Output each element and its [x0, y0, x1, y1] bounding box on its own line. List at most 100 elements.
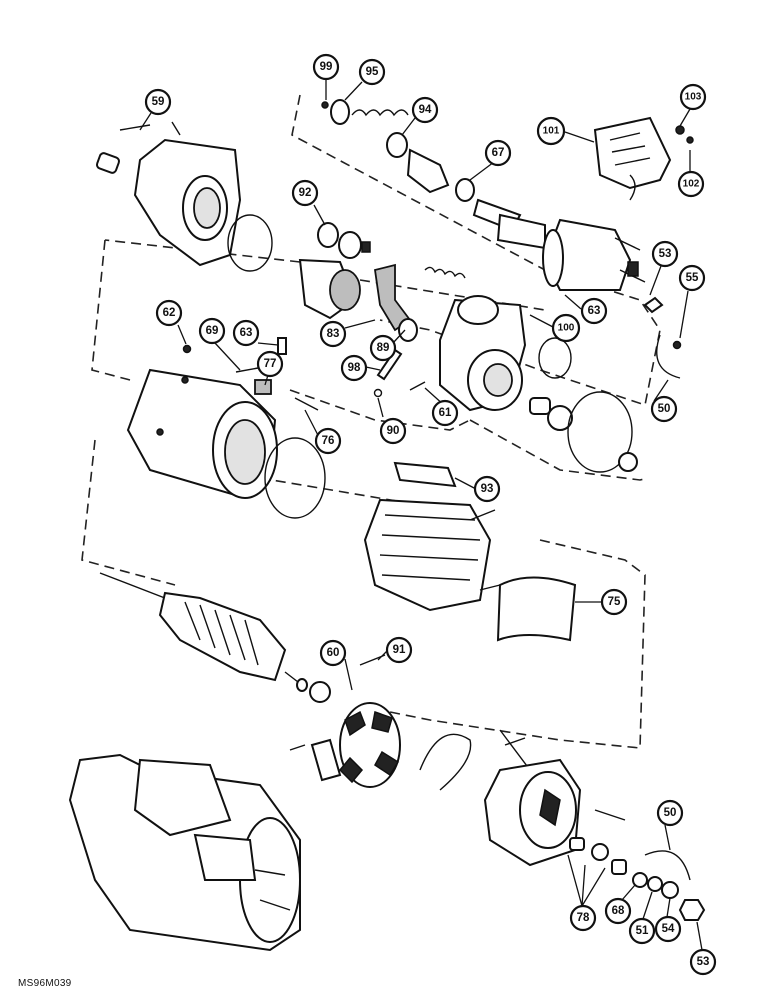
callout-68: 68: [604, 897, 632, 925]
field-frame: [126, 368, 278, 499]
svg-text:90: 90: [387, 425, 400, 437]
callouts: 99 95 59 94 103 101 67 102: [144, 53, 717, 976]
intermediate-housing: [439, 295, 527, 412]
callout-91: 91: [385, 636, 413, 664]
svg-text:50: 50: [664, 807, 677, 819]
cover-plate: [393, 461, 457, 488]
svg-text:103: 103: [685, 92, 702, 103]
svg-text:62: 62: [163, 307, 176, 319]
washer: [398, 318, 418, 342]
svg-text:83: 83: [327, 328, 340, 340]
field-coils: [363, 498, 501, 612]
callout-54: 54: [654, 915, 682, 943]
drawing-code: MS96M039: [18, 978, 72, 989]
svg-text:68: 68: [612, 905, 625, 917]
callout-50-upper: 50: [650, 395, 678, 423]
callout-78: 78: [569, 904, 597, 932]
pin-76: [294, 397, 319, 411]
callout-98: 98: [340, 354, 368, 382]
svg-text:50: 50: [658, 403, 671, 415]
solenoid-spring-group: [321, 99, 546, 250]
svg-text:54: 54: [662, 923, 675, 935]
svg-text:67: 67: [492, 147, 505, 159]
washer-end: [618, 452, 638, 472]
callout-63-left: 63: [232, 319, 260, 347]
parts: [68, 99, 706, 952]
svg-text:99: 99: [320, 61, 333, 73]
plunger-spring: [424, 266, 466, 279]
callout-59: 59: [144, 88, 172, 116]
callout-63-right: 63: [580, 297, 608, 325]
svg-text:102: 102: [683, 179, 700, 190]
o-ring-large: [567, 391, 633, 473]
callout-60: 60: [319, 639, 347, 667]
svg-text:51: 51: [636, 925, 649, 937]
callout-50-lower: 50: [656, 799, 684, 827]
svg-text:60: 60: [327, 647, 340, 659]
callout-89: 89: [369, 334, 397, 362]
svg-text:94: 94: [419, 104, 432, 116]
svg-text:92: 92: [299, 187, 312, 199]
callout-77: 77: [256, 350, 284, 378]
brush-holder: [338, 702, 401, 788]
svg-text:63: 63: [240, 327, 253, 339]
commutator-end-cover: [483, 758, 626, 867]
retainer: [373, 388, 383, 398]
solenoid-cover: [593, 116, 694, 190]
armature: [99, 572, 299, 683]
svg-text:91: 91: [393, 644, 406, 656]
lead-wire: [656, 334, 681, 379]
callout-100: 100: [551, 313, 581, 343]
svg-text:77: 77: [264, 358, 277, 370]
callout-62: 62: [155, 299, 183, 327]
bracket-77: [254, 379, 272, 395]
insulator-band: [496, 576, 577, 642]
callout-95: 95: [358, 58, 386, 86]
svg-text:95: 95: [366, 66, 379, 78]
svg-text:98: 98: [348, 362, 361, 374]
callout-53-lower: 53: [689, 948, 717, 976]
o-ring: [227, 214, 273, 272]
callout-90: 90: [379, 417, 407, 445]
callout-99: 99: [312, 53, 340, 81]
callout-61: 61: [431, 399, 459, 427]
armature-spacer: [296, 678, 308, 692]
svg-text:101: 101: [543, 126, 560, 137]
callout-101: 101: [536, 116, 566, 146]
svg-text:89: 89: [377, 342, 390, 354]
solenoid-body: [542, 174, 646, 291]
callout-75: 75: [600, 588, 628, 616]
thrust-washer: [547, 405, 573, 431]
callout-102: 102: [677, 170, 705, 198]
bushing: [529, 397, 551, 415]
callout-93: 93: [473, 475, 501, 503]
callout-67: 67: [484, 139, 512, 167]
callout-83: 83: [319, 320, 347, 348]
drive-end-housing: [95, 121, 242, 267]
screw-62: [182, 344, 192, 354]
bolt-61: [409, 381, 426, 391]
nut-55: [672, 340, 682, 350]
svg-text:69: 69: [206, 325, 219, 337]
svg-text:61: 61: [439, 407, 452, 419]
clip-69: [235, 367, 259, 373]
svg-text:63: 63: [588, 305, 601, 317]
retaining-clip: [419, 733, 472, 791]
svg-text:55: 55: [686, 272, 699, 284]
svg-text:100: 100: [558, 323, 575, 334]
pinion-clutch: [298, 222, 371, 320]
callout-69: 69: [198, 317, 226, 345]
svg-text:75: 75: [608, 596, 621, 608]
callout-76: 76: [314, 427, 342, 455]
callout-51: 51: [628, 917, 656, 945]
callout-55: 55: [678, 264, 706, 292]
callout-94: 94: [411, 96, 439, 124]
screw-brush: [289, 744, 306, 751]
svg-text:53: 53: [659, 248, 672, 260]
svg-text:76: 76: [322, 435, 335, 447]
end-spring: [499, 729, 531, 771]
svg-text:53: 53: [697, 956, 710, 968]
svg-text:59: 59: [152, 96, 165, 108]
svg-text:78: 78: [577, 912, 590, 924]
